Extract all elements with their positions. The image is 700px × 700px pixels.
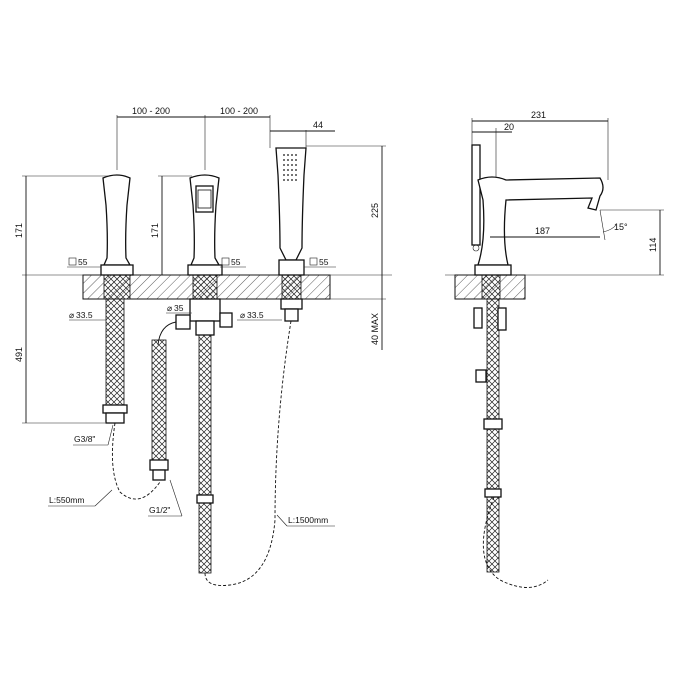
dim-hole-shower: 33.5: [247, 310, 264, 320]
front-view: 100 - 200 100 - 200 44 171 171 225 40 MA…: [14, 106, 392, 586]
dim-total-depth: 231: [531, 110, 546, 120]
dim-spout-angle: 15°: [614, 222, 628, 232]
dim-shower-width: 44: [313, 120, 323, 130]
dim-height-left: 171: [14, 223, 24, 238]
dim-base-center: 55: [231, 257, 241, 267]
center-handle-valve: [187, 174, 223, 574]
hose-length-left: L:550mm: [49, 495, 84, 505]
hose-length-shower: L:1500mm: [288, 515, 328, 525]
diameter-symbol-center: ⌀: [167, 303, 173, 313]
dim-spout-height: 114: [648, 238, 658, 252]
front-dimensions: 100 - 200 100 - 200 44 171 171 225 40 MA…: [14, 106, 386, 527]
center-inlet-hose: [149, 312, 233, 481]
thread-left: G3/8": [74, 434, 95, 444]
side-spout-body: [477, 176, 604, 266]
left-handle-valve: [100, 174, 134, 424]
dim-height-shower: 225: [370, 203, 380, 218]
diameter-symbol-shower: ⌀: [240, 310, 246, 320]
dim-lower-length: 491: [14, 347, 24, 362]
side-dimensions: 231 20 187 15° 114: [471, 110, 664, 275]
diameter-symbol-left: ⌀: [69, 310, 75, 320]
hose-dashed-side: [482, 496, 549, 588]
hose-dashed-left: [111, 422, 161, 500]
thread-center: G1/2": [149, 505, 170, 515]
hose-dashed-shower: [204, 320, 292, 586]
dim-base-shower: 55: [319, 257, 329, 267]
dim-shower-offset: 20: [504, 122, 514, 132]
dim-base-left: 55: [78, 257, 88, 267]
dim-hole-left: 33.5: [76, 310, 93, 320]
dim-spacing-left: 100 - 200: [132, 106, 170, 116]
dim-spout-reach: 187: [535, 226, 550, 236]
dim-spacing-right: 100 - 200: [220, 106, 258, 116]
dim-height-center: 171: [150, 223, 160, 238]
shower-spray-holes: [283, 154, 297, 181]
side-view: 231 20 187 15° 114: [445, 110, 664, 588]
hand-shower: [275, 147, 307, 322]
dim-deck-max: 40 MAX: [370, 313, 380, 345]
dim-hole-center: 35: [174, 303, 184, 313]
side-shower-rod: [471, 144, 481, 246]
